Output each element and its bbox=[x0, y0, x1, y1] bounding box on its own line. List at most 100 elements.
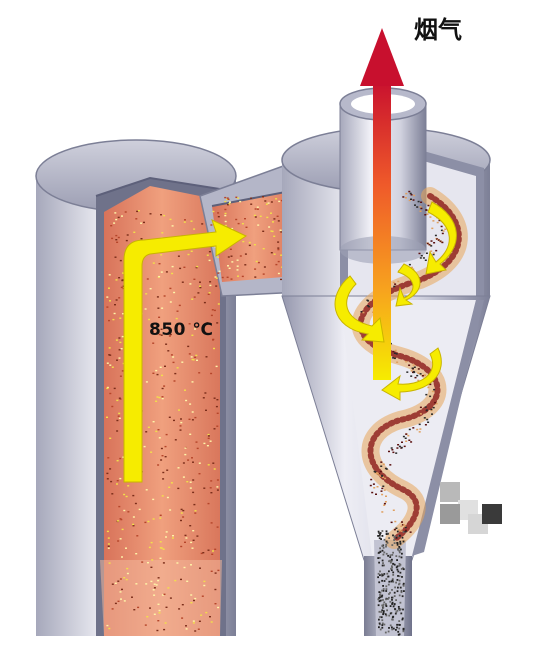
particle bbox=[267, 202, 270, 204]
particle bbox=[393, 595, 396, 597]
particle bbox=[213, 468, 216, 470]
particle bbox=[401, 521, 403, 523]
particle bbox=[392, 574, 395, 576]
particle bbox=[197, 292, 200, 294]
particle bbox=[216, 526, 219, 528]
particle bbox=[162, 562, 165, 564]
particle bbox=[425, 209, 428, 211]
particle bbox=[385, 530, 388, 533]
particle bbox=[216, 322, 219, 324]
particle bbox=[378, 622, 381, 625]
particle bbox=[195, 266, 198, 269]
particle bbox=[400, 446, 403, 449]
particle bbox=[161, 387, 164, 390]
particle bbox=[385, 495, 387, 497]
particle bbox=[394, 608, 396, 610]
particle bbox=[410, 198, 412, 200]
particle bbox=[211, 309, 214, 311]
particle bbox=[210, 492, 213, 494]
particle bbox=[189, 487, 192, 489]
particle bbox=[382, 585, 384, 587]
particle bbox=[398, 579, 401, 582]
particle bbox=[144, 308, 147, 310]
particle bbox=[382, 605, 384, 607]
particle bbox=[231, 227, 234, 230]
particle bbox=[159, 517, 162, 519]
particle bbox=[203, 442, 206, 445]
particle bbox=[428, 244, 431, 246]
particle bbox=[397, 570, 400, 573]
particle bbox=[432, 252, 435, 254]
particle bbox=[181, 361, 184, 363]
particle bbox=[213, 309, 216, 312]
particle bbox=[410, 375, 413, 377]
particle bbox=[207, 293, 210, 295]
particle bbox=[125, 547, 127, 549]
particle bbox=[390, 569, 393, 572]
particle bbox=[392, 627, 395, 630]
particle bbox=[381, 535, 384, 537]
particle bbox=[186, 481, 189, 483]
particle bbox=[106, 387, 109, 390]
particle bbox=[226, 198, 229, 201]
particle bbox=[157, 620, 160, 622]
particle bbox=[185, 399, 188, 402]
particle bbox=[390, 447, 393, 449]
particle bbox=[110, 225, 113, 227]
particle bbox=[404, 526, 407, 529]
particle bbox=[402, 568, 405, 571]
particle bbox=[111, 366, 114, 368]
particle bbox=[390, 580, 393, 583]
particle bbox=[145, 293, 148, 295]
particle bbox=[162, 478, 165, 480]
particle bbox=[145, 431, 148, 433]
particle bbox=[116, 359, 118, 361]
flue-gas-label: 烟气 bbox=[414, 16, 462, 44]
particle bbox=[257, 261, 260, 264]
particle bbox=[395, 566, 398, 569]
particle bbox=[411, 266, 413, 269]
particle bbox=[207, 437, 210, 439]
particle bbox=[419, 413, 422, 415]
particle bbox=[241, 275, 244, 278]
particle bbox=[402, 630, 405, 633]
particle bbox=[159, 366, 162, 368]
particle bbox=[399, 563, 402, 566]
particle bbox=[410, 441, 413, 443]
particle bbox=[371, 491, 374, 494]
particle bbox=[193, 599, 195, 602]
particle bbox=[250, 197, 253, 199]
particle bbox=[394, 612, 397, 615]
particle bbox=[280, 199, 283, 202]
particle bbox=[379, 532, 382, 534]
particle bbox=[185, 628, 188, 630]
particle bbox=[413, 366, 416, 368]
particle bbox=[114, 212, 117, 214]
particle bbox=[388, 537, 390, 539]
particle bbox=[111, 493, 114, 495]
particle bbox=[395, 611, 398, 614]
particle bbox=[201, 595, 204, 597]
particle bbox=[172, 361, 175, 364]
particle bbox=[430, 240, 433, 242]
particle bbox=[392, 509, 395, 511]
particle bbox=[395, 629, 397, 631]
particle bbox=[381, 493, 384, 496]
particle bbox=[224, 214, 227, 217]
particle bbox=[184, 541, 186, 543]
particle bbox=[362, 311, 365, 314]
particle bbox=[153, 594, 156, 596]
particle bbox=[194, 356, 197, 358]
particle bbox=[400, 530, 403, 532]
particle bbox=[115, 299, 118, 301]
particle bbox=[168, 335, 171, 337]
particle bbox=[116, 430, 119, 432]
particle bbox=[161, 374, 163, 377]
particle bbox=[176, 367, 179, 369]
particle bbox=[161, 495, 164, 497]
particle bbox=[414, 204, 416, 206]
particle bbox=[218, 270, 221, 272]
particle bbox=[439, 240, 442, 243]
particle bbox=[135, 583, 138, 585]
particle bbox=[133, 231, 136, 233]
